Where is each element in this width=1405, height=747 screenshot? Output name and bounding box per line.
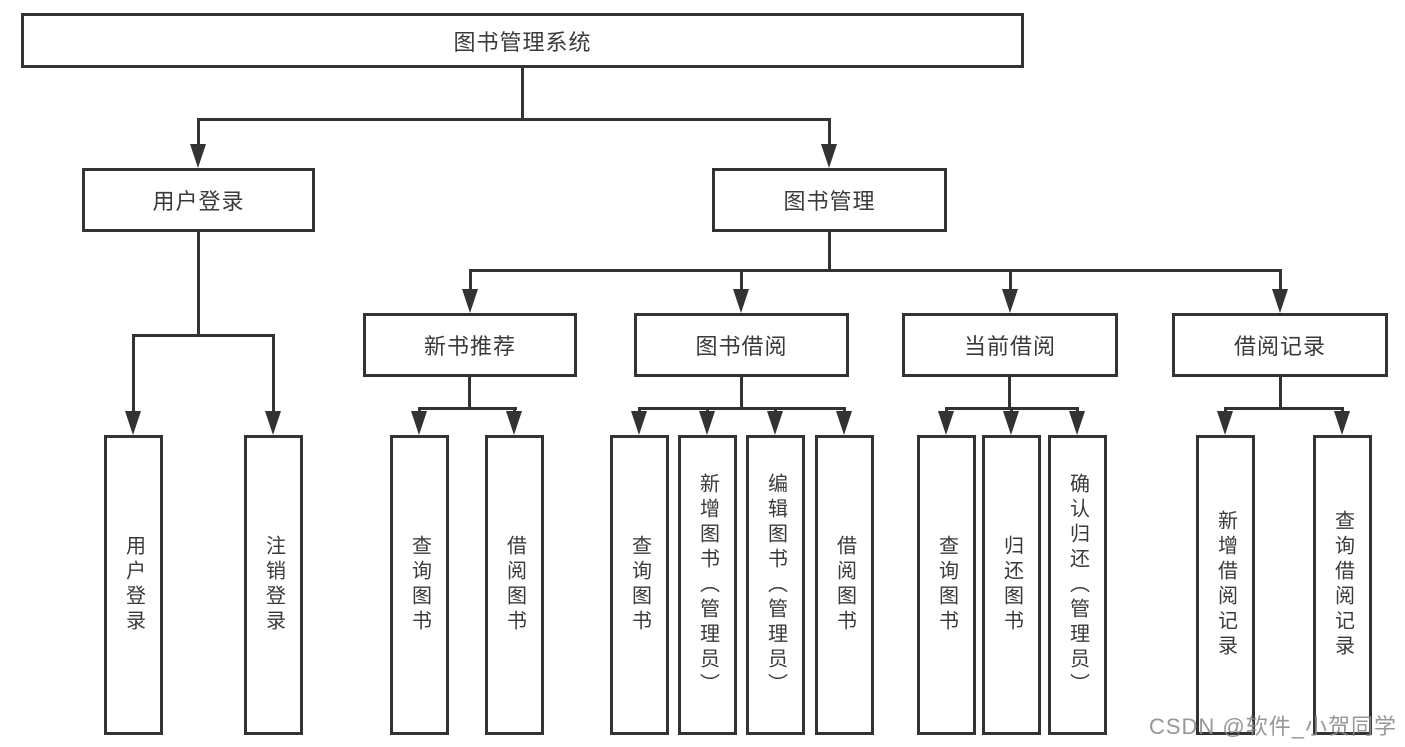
connector-book-management-stem: [828, 232, 831, 272]
connector-user-login-stem: [197, 232, 200, 337]
arrow-to-login-leaf: [125, 334, 141, 435]
arrow-current-leaf-2: [1003, 407, 1019, 435]
node-new-book-recommend: 新书推荐: [363, 313, 577, 377]
arrow-to-current-borrow: [1002, 269, 1018, 313]
leaf-current-query-books: 查询图书: [917, 435, 976, 735]
connector-borrow-stem: [740, 377, 743, 410]
connector-records-bar: [1224, 407, 1344, 410]
leaf-user-login: 用户登录: [104, 435, 163, 735]
connector-current-stem: [1008, 377, 1011, 410]
arrow-current-leaf-3: [1069, 407, 1085, 435]
leaf-logout: 注销登录: [244, 435, 303, 735]
leaf-borrow-borrow-books: 借阅图书: [815, 435, 874, 735]
arrow-to-user-login: [190, 118, 206, 168]
connector-user-login-bar: [132, 334, 275, 337]
connector-borrow-bar: [638, 407, 846, 410]
arrow-current-leaf-1: [938, 407, 954, 435]
node-library-management-system: 图书管理系统: [21, 13, 1024, 68]
arrow-borrow-leaf-1: [631, 407, 647, 435]
arrow-borrow-leaf-3: [767, 407, 783, 435]
arrow-to-book-management: [821, 118, 837, 168]
leaf-current-confirm-return-admin: 确认归还（管理员）: [1048, 435, 1107, 735]
connector-recommend-bar: [418, 407, 517, 410]
node-book-management: 图书管理: [712, 168, 947, 232]
leaf-borrow-edit-books-admin: 编辑图书（管理员）: [746, 435, 805, 735]
arrow-records-leaf-1: [1217, 407, 1233, 435]
arrow-borrow-leaf-2: [699, 407, 715, 435]
node-user-login: 用户登录: [82, 168, 315, 232]
arrow-to-book-borrow: [733, 269, 749, 313]
leaf-records-query-record: 查询借阅记录: [1313, 435, 1372, 735]
arrow-recommend-leaf-1: [411, 407, 427, 435]
connector-recommend-stem: [468, 377, 471, 410]
arrow-to-new-book-recommend: [462, 269, 478, 313]
leaf-current-return-books: 归还图书: [982, 435, 1041, 735]
connector-root-stem: [521, 68, 524, 120]
leaf-borrow-add-books-admin: 新增图书（管理员）: [678, 435, 737, 735]
node-current-borrow: 当前借阅: [902, 313, 1118, 377]
arrow-recommend-leaf-2: [506, 407, 522, 435]
connector-root-bar: [197, 118, 831, 121]
connector-book-management-bar: [469, 269, 1282, 272]
leaf-records-add-record: 新增借阅记录: [1196, 435, 1255, 735]
leaf-borrow-query-books: 查询图书: [610, 435, 669, 735]
leaf-recommend-query-books: 查询图书: [390, 435, 449, 735]
connector-records-stem: [1279, 377, 1282, 410]
arrow-borrow-leaf-4: [836, 407, 852, 435]
arrow-records-leaf-2: [1334, 407, 1350, 435]
arrow-to-borrow-records: [1272, 269, 1288, 313]
node-book-borrow: 图书借阅: [634, 313, 849, 377]
node-borrow-records: 借阅记录: [1172, 313, 1388, 377]
leaf-recommend-borrow-books: 借阅图书: [485, 435, 544, 735]
arrow-to-logout-leaf: [265, 334, 281, 435]
